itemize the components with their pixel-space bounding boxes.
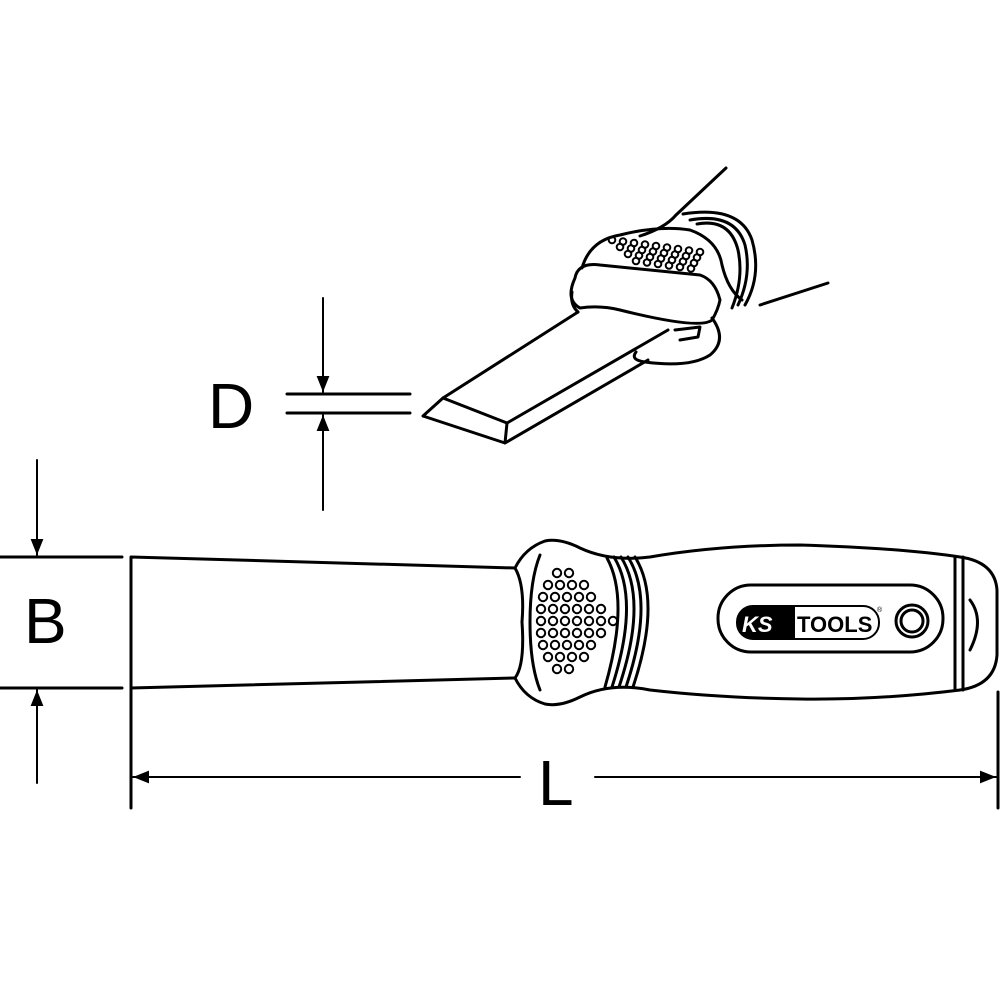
grip-dot [549, 639, 561, 651]
grip-dot [563, 567, 575, 579]
grip-dot [537, 591, 549, 603]
dimension-l: L [129, 670, 1000, 819]
grip-dots-perspective [607, 235, 705, 273]
grip-dot [615, 242, 625, 252]
grip-dot [537, 639, 549, 651]
grip-dot [578, 579, 590, 591]
grip-dot [571, 615, 583, 627]
grip-dot [585, 591, 597, 603]
blade-top-face [441, 310, 670, 425]
grip-dot [551, 567, 563, 579]
grip-dot [653, 259, 663, 269]
grip-dot [583, 603, 595, 615]
grip-dot [559, 603, 571, 615]
grip-dot [542, 651, 554, 663]
ferrule-front [570, 290, 721, 366]
handle-rings [681, 210, 758, 310]
grip-dot [563, 663, 575, 675]
grip-dot [578, 651, 590, 663]
grip-dot [561, 639, 573, 651]
bulge-inner [528, 553, 542, 692]
grip-dot [566, 579, 578, 591]
chisel-side-view: KS TOOLS ® [129, 538, 999, 707]
blade-bevel [421, 358, 650, 445]
grip-dot [561, 591, 573, 603]
logo-plate [716, 583, 945, 654]
grip-dot [675, 262, 685, 272]
grip-dot [686, 264, 696, 273]
dimension-b: B [0, 459, 124, 784]
grip-dot [607, 615, 619, 627]
grip-dot [595, 615, 607, 627]
grip-dot [554, 651, 566, 663]
logo-ks: KS [742, 612, 773, 637]
hand-line-lower [758, 281, 830, 307]
hang-hole [894, 603, 930, 639]
grip-dot [559, 627, 571, 639]
ferrule [569, 263, 722, 325]
grip-dot [571, 627, 583, 639]
grip-dot [535, 627, 547, 639]
grip-dot [547, 627, 559, 639]
grip-dot [549, 591, 561, 603]
grip-dot [664, 261, 674, 270]
grip-dot [573, 591, 585, 603]
grip-dot [642, 258, 652, 267]
handle-outline [513, 538, 999, 707]
grip-dot [535, 603, 547, 615]
ks-tools-logo: KS TOOLS ® [736, 605, 883, 640]
grip-dot [566, 651, 578, 663]
grip-dot [542, 579, 554, 591]
grip-dot [583, 627, 595, 639]
dimension-label-d: D [208, 370, 254, 442]
grip-dot [559, 615, 571, 627]
grip-dot [547, 603, 559, 615]
grip-dot [623, 249, 633, 259]
ring-grooves [603, 555, 650, 689]
grip-dot [554, 579, 566, 591]
hand-line-upper [638, 166, 728, 238]
handle-top [580, 226, 744, 302]
grip-dot [607, 235, 617, 245]
grip-dot [551, 663, 563, 675]
logo-tools: TOOLS [797, 612, 872, 637]
grip-dot [631, 256, 641, 266]
blade [129, 555, 517, 690]
tang-slot [673, 325, 702, 342]
grip-dot [573, 639, 585, 651]
grip-dots-side [535, 567, 619, 675]
dimension-label-l: L [538, 747, 574, 819]
hang-hole-inner [899, 608, 925, 634]
grip-dot [535, 615, 547, 627]
dimension-label-b: B [24, 585, 67, 657]
end-cap-lines [953, 555, 979, 692]
logo-registered: ® [877, 606, 883, 614]
grip-dot [571, 603, 583, 615]
grip-dot [585, 639, 597, 651]
grip-dot [583, 615, 595, 627]
dimension-d: D [208, 297, 412, 511]
grip-dot [547, 615, 559, 627]
grip-dot [595, 603, 607, 615]
grip-dot [595, 627, 607, 639]
chisel-perspective-view [421, 166, 830, 445]
